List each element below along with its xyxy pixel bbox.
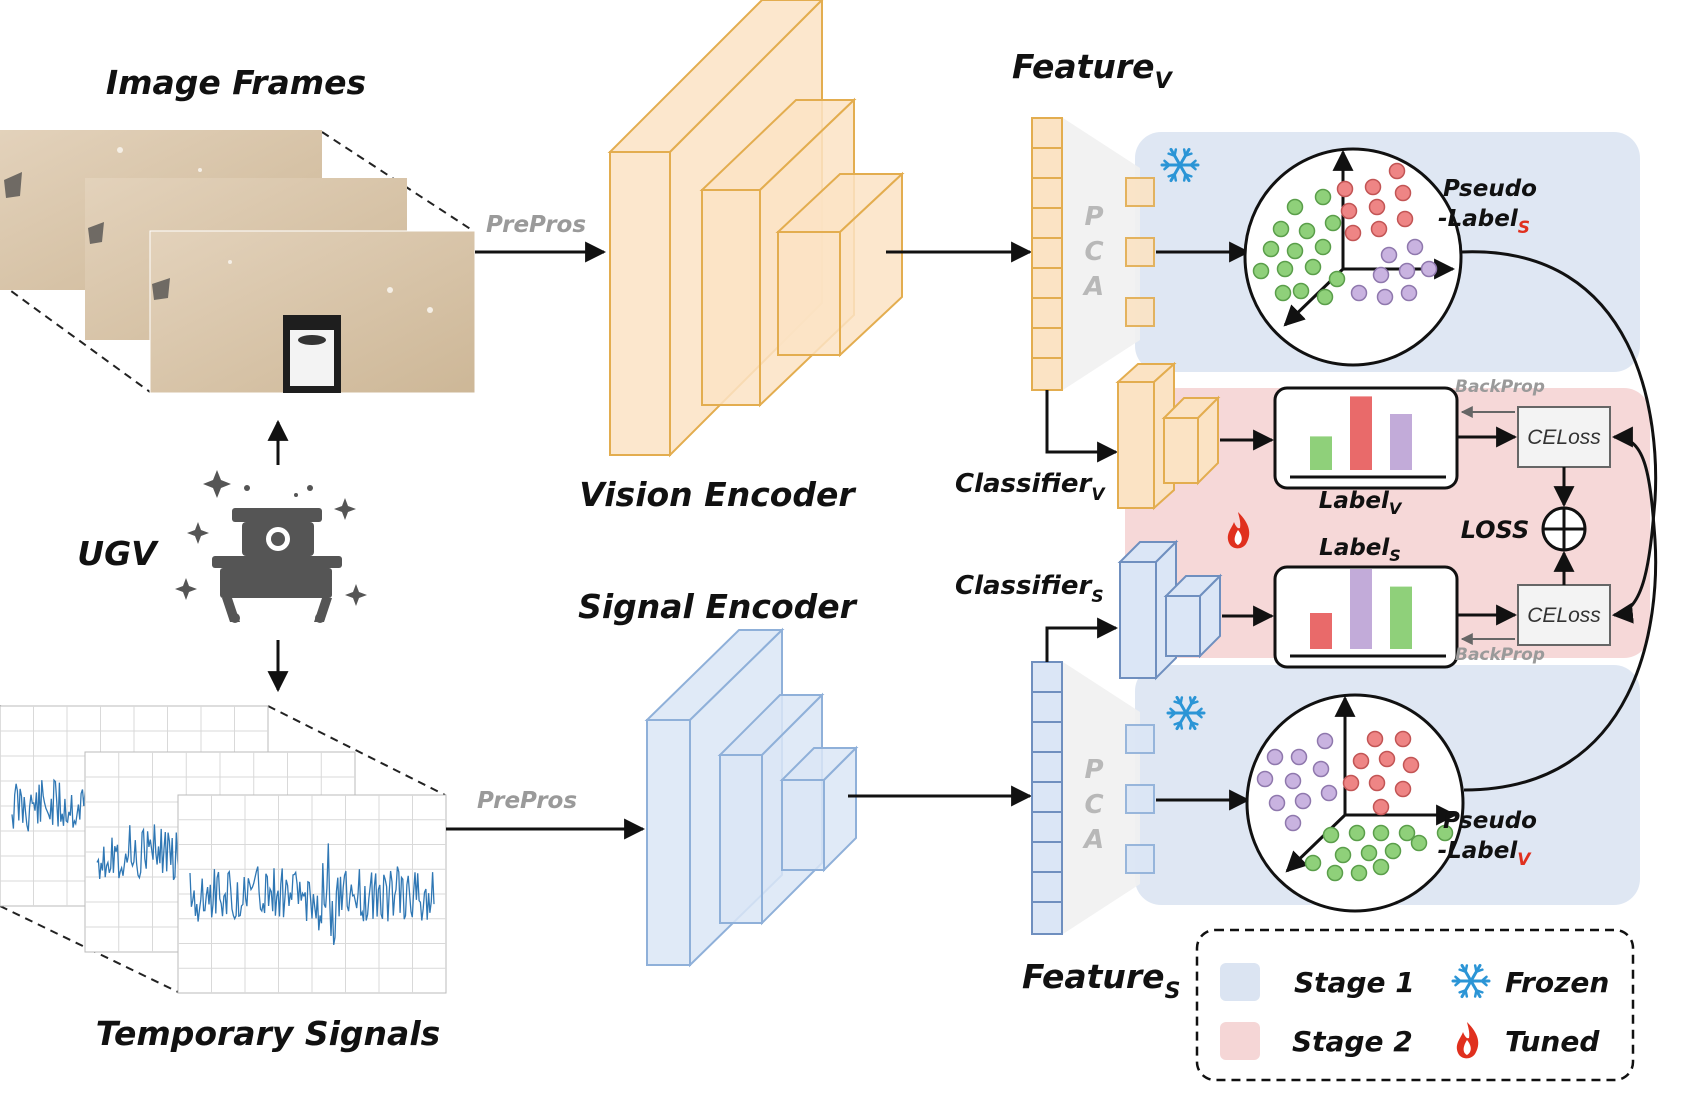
legend-stage1-label: Stage 1 [1294, 966, 1415, 999]
legend-snowflake-icon [1451, 963, 1491, 999]
pseudo-label-v-cluster [1245, 693, 1465, 913]
image-frames-stack [0, 130, 476, 394]
classifier-s-label: ClassifierS [955, 571, 1104, 607]
legend-flame-icon [1456, 1022, 1479, 1059]
prepros-top-label: PrePros [486, 212, 586, 238]
signal-encoder-label: Signal Encoder [578, 587, 858, 626]
snowflake-icon [1166, 695, 1206, 731]
legend-stage2-label: Stage 2 [1292, 1025, 1413, 1058]
temporary-signals-label: Temporary Signals [96, 1014, 441, 1053]
pseudo-label-s-cluster [1243, 147, 1463, 367]
celoss-bottom-box [1517, 584, 1611, 646]
legend-tuned-label: Tuned [1505, 1025, 1600, 1058]
label-s-title: LabelS [1319, 535, 1401, 565]
vision-encoder-label: Vision Encoder [579, 475, 856, 514]
pca-output-top [1125, 177, 1155, 327]
pca-output-bottom [1125, 724, 1155, 874]
pca-bottom-a: A [1082, 825, 1104, 855]
pseudo-label-v-curve [1463, 426, 1658, 792]
ugv-in-frame [283, 315, 341, 393]
signal-encoder-blocks [644, 627, 859, 968]
pseudo-label-v-line2: -LabelV [1438, 838, 1533, 870]
feature-s-vector [1031, 661, 1063, 935]
arrow-feature-v-to-classifier [1045, 390, 1119, 463]
arrow-feature-s-to-classifier [1045, 617, 1119, 662]
pca-bottom-c: C [1084, 790, 1103, 820]
pseudo-label-s-line1: Pseudo [1443, 176, 1537, 202]
feature-s-label: FeatureS [1022, 957, 1180, 1004]
label-s-box [1273, 565, 1459, 669]
pca-top-a: A [1082, 272, 1104, 302]
celoss-bottom-label: CELoss [1527, 604, 1601, 627]
ugv-robot-icon [175, 470, 367, 623]
pseudo-label-s-line2: -LabelS [1438, 206, 1530, 238]
vision-encoder-blocks [607, 0, 905, 458]
pseudo-label-v-line1: Pseudo [1443, 808, 1537, 834]
classifier-v-label: ClassifierV [955, 469, 1106, 505]
flame-icon [1227, 512, 1250, 549]
snowflake-icon [1160, 147, 1200, 183]
image-frames-label: Image Frames [106, 63, 366, 102]
loss-label: LOSS [1461, 516, 1530, 544]
legend-stage1-swatch [1220, 963, 1260, 1001]
pca-top-p: P [1084, 202, 1103, 232]
signal-plot-3 [177, 794, 447, 994]
classifier-v-blocks [1115, 361, 1221, 511]
pseudo-label-s-curve [1461, 250, 1658, 624]
label-v-title: LabelV [1319, 488, 1403, 518]
classifier-s-blocks [1117, 539, 1223, 681]
pca-top-c: C [1084, 237, 1103, 267]
pca-bottom-p: P [1084, 755, 1103, 785]
prepros-bottom-label: PrePros [477, 788, 577, 814]
feature-v-vector [1031, 117, 1063, 391]
signal-plots-stack [0, 705, 447, 994]
ugv-label: UGV [77, 534, 159, 573]
feature-v-label: FeatureV [1012, 47, 1174, 94]
pca-trapezoid-bottom [1063, 662, 1140, 934]
legend-stage2-swatch [1220, 1022, 1260, 1060]
legend-frozen-label: Frozen [1505, 966, 1609, 999]
circle-plus-icon [1541, 506, 1587, 552]
backprop-bottom-label: BackProp [1455, 645, 1545, 665]
legend: Stage 1 Stage 2 Frozen Tuned [1195, 928, 1635, 1082]
label-v-box [1273, 386, 1459, 490]
pca-trapezoid-top [1063, 118, 1140, 390]
celoss-top-label: CELoss [1527, 426, 1601, 449]
backprop-top-label: BackProp [1455, 377, 1545, 397]
